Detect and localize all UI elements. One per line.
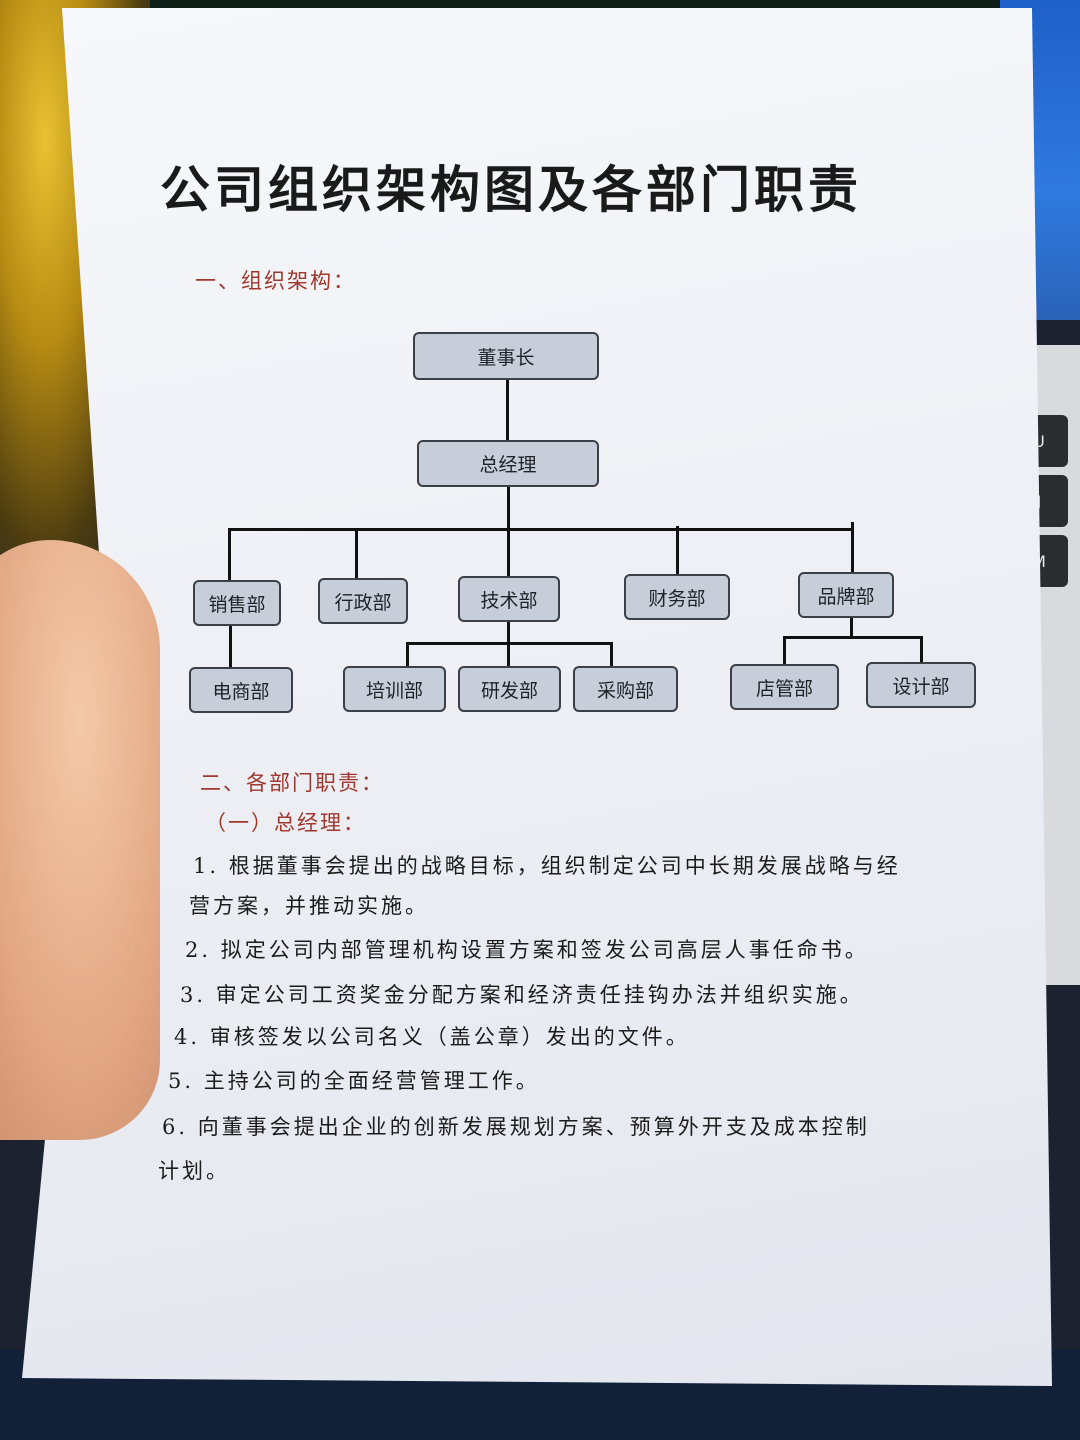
duty-5: 5. 主持公司的全面经营管理工作。: [168, 1065, 540, 1095]
connector-purchasing: [610, 642, 613, 666]
connector-design: [920, 636, 923, 664]
section-heading-duties: 二、各部门职责：: [200, 767, 384, 797]
connector-admin: [355, 530, 358, 580]
subsection-heading-gm: （一）总经理：: [205, 807, 366, 837]
connector-sales: [228, 530, 231, 582]
connector-store-mgmt: [783, 636, 786, 664]
connector-finance: [676, 526, 679, 576]
connector-brand-sub: [850, 616, 853, 638]
tech-sub-bus: [406, 642, 613, 645]
document-title: 公司组织架构图及各部门职责: [160, 150, 920, 222]
duty-1-line1: 1. 根据董事会提出的战略目标，组织制定公司中长期发展战略与经: [193, 850, 901, 880]
connector-training: [406, 642, 409, 666]
department-bus: [228, 528, 854, 531]
duty-6-line2: 计划。: [158, 1155, 230, 1185]
section-heading-org: 一、组织架构：: [195, 265, 356, 295]
brand-sub-bus: [783, 636, 923, 639]
hand: [0, 540, 160, 1140]
node-tech: 技术部: [458, 576, 560, 622]
node-training: 培训部: [343, 666, 446, 712]
node-sales: 销售部: [193, 580, 281, 626]
duty-3: 3. 审定公司工资奖金分配方案和经济责任挂钩办法并组织实施。: [180, 979, 864, 1009]
connector-gm-bus: [507, 486, 510, 530]
duty-1-line2: 营方案，并推动实施。: [189, 890, 429, 920]
connector-tech: [507, 530, 510, 578]
node-brand: 品牌部: [798, 572, 894, 618]
node-finance: 财务部: [624, 574, 730, 620]
duty-2: 2. 拟定公司内部管理机构设置方案和签发公司高层人事任命书。: [185, 934, 869, 964]
node-chairman: 董事长: [413, 332, 599, 380]
duty-6-line1: 6. 向董事会提出企业的创新发展规划方案、预算外开支及成本控制: [162, 1111, 870, 1141]
node-purchasing: 采购部: [573, 666, 678, 712]
node-ecommerce: 电商部: [189, 667, 293, 713]
node-admin: 行政部: [318, 578, 408, 624]
node-store-mgmt: 店管部: [730, 664, 839, 710]
duty-4: 4. 审核签发以公司名义（盖公章）发出的文件。: [174, 1021, 690, 1051]
connector-sales-ecommerce: [229, 622, 232, 668]
connector-brand: [851, 522, 854, 574]
node-design: 设计部: [866, 662, 976, 708]
node-rnd: 研发部: [458, 666, 561, 712]
node-general-manager: 总经理: [417, 440, 599, 487]
connector-chairman-gm: [506, 380, 509, 440]
